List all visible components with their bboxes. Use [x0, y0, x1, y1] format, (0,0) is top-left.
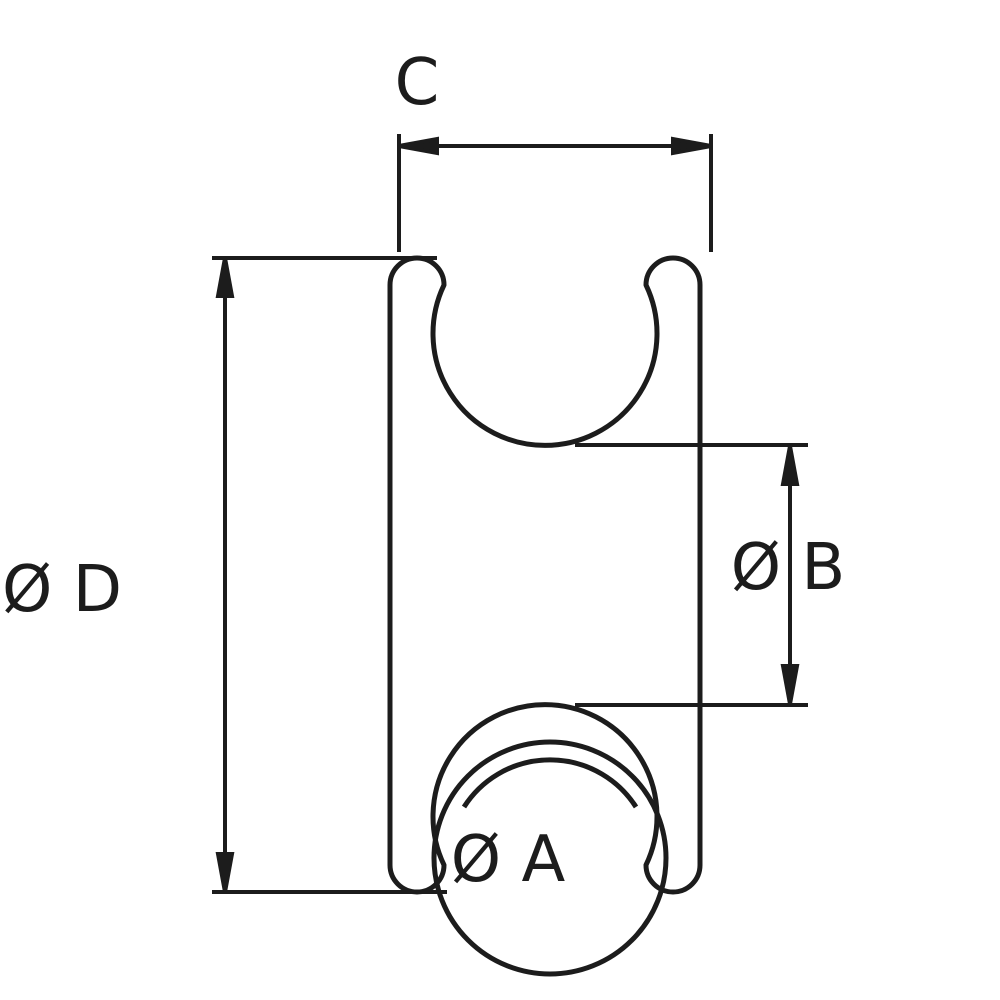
dim-label-c: C — [395, 46, 440, 120]
dim-label-b: Ø B — [731, 531, 846, 605]
dim-label-d: Ø D — [2, 553, 122, 627]
bore-flare-arc — [461, 757, 639, 809]
dim-b-arrow-up — [780, 445, 800, 486]
dim-d-arrow-down — [215, 852, 235, 893]
part-outline — [387, 255, 703, 977]
dimension-c — [397, 134, 713, 252]
dimension-b — [575, 443, 808, 707]
dim-c-arrow-left — [398, 136, 439, 156]
dim-d-arrow-up — [215, 257, 235, 298]
bore-circle — [431, 739, 669, 977]
dim-c-arrow-right — [671, 136, 712, 156]
dim-label-a: Ø A — [451, 823, 566, 897]
spool-profile — [387, 255, 703, 895]
dim-b-arrow-down — [780, 664, 800, 705]
dimension-d — [212, 256, 447, 894]
